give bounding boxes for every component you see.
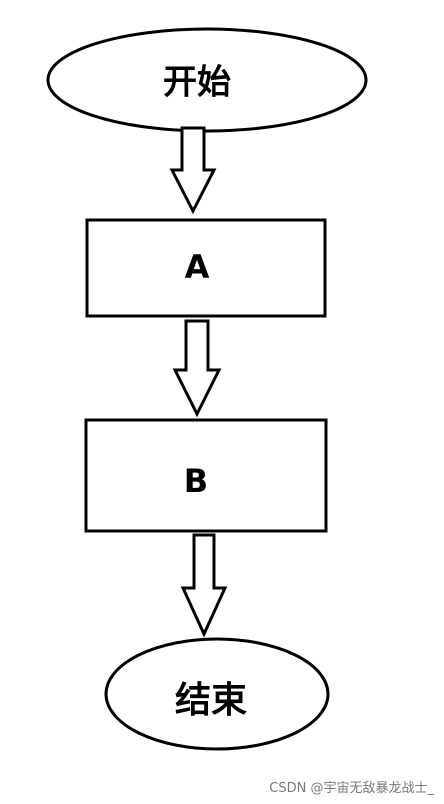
end-node: 结束 [104,637,330,751]
arrow-start-to-a [169,126,217,215]
process-node-b: B [84,418,328,533]
watermark: CSDN @宇宙无敌暴龙战士_ [269,781,434,796]
arrow-a-to-b [172,319,222,418]
start-label: 开始 [163,63,231,103]
start-ellipse [46,27,368,133]
end-ellipse [104,637,330,751]
process-b-box [84,418,328,533]
start-node: 开始 [46,27,368,133]
process-b-label: B [184,462,208,500]
end-label: 结束 [175,680,247,721]
arrow-b-to-end [180,533,228,638]
process-a-label: A [185,248,210,286]
process-a-box [85,218,327,318]
process-node-a: A [85,218,327,318]
